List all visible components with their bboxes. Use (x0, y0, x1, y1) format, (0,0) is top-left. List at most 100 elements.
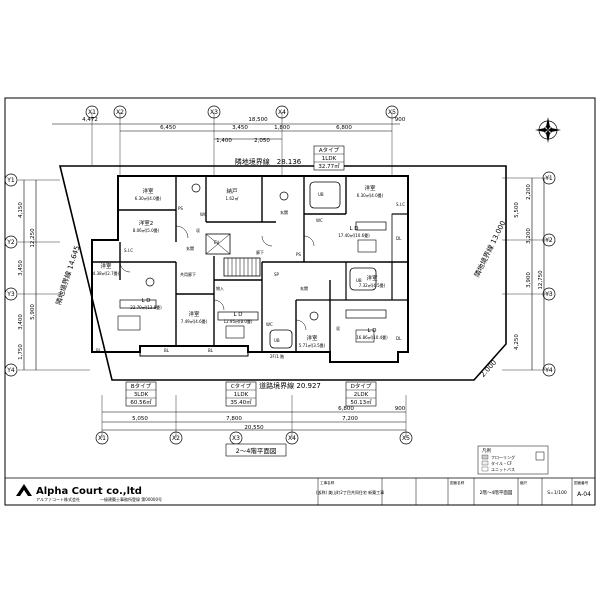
grid-marker-top: X4 (275, 105, 289, 119)
svg-text:1LDK: 1LDK (322, 156, 337, 162)
interior-walls (92, 176, 409, 357)
grid-marker-top: X3 (207, 105, 221, 119)
dim-right: 5,500 (514, 202, 520, 218)
svg-text:2～4階平面図: 2～4階平面図 (236, 446, 277, 455)
dim-top: 1,800 (274, 125, 290, 131)
svg-text:凡例: 凡例 (482, 447, 491, 454)
dim-top: 4,472 (82, 117, 98, 123)
unit-type-boxes: Aタイプ 1LDK 32.77㎡ Bタイプ 3LDK 60.56㎡ Cタイプ 1… (125, 145, 377, 407)
room-area: 5.71㎡(3.5畳) (299, 342, 326, 348)
svg-text:Dタイプ: Dタイプ (351, 382, 372, 390)
dim-left: 3,450 (18, 260, 24, 276)
fixture-label: PS (178, 206, 183, 211)
legend-box: 凡例 フローリング タイル・CF ユニットバス (477, 445, 549, 475)
room-area: 6.30㎡(4.0畳) (357, 192, 384, 198)
svg-text:Y3: Y3 (6, 291, 15, 298)
svg-text:Y1: Y1 (6, 177, 15, 184)
svg-text:Cタイプ: Cタイプ (231, 382, 252, 390)
svg-text:X1: X1 (88, 109, 96, 116)
fixture-label: DL (396, 236, 402, 241)
room-area: 16.86㎡(10.4畳) (356, 334, 388, 340)
dim-right: 2,200 (526, 184, 532, 200)
boundary-left-label: 隣地境界線 14.645 (54, 244, 82, 305)
fixture-label: WC (200, 212, 207, 217)
grid-marker-left: Y4 (4, 363, 18, 377)
grid-marker-left: Y3 (4, 287, 18, 301)
type-c-box: Cタイプ 1LDK 35.40㎡ (225, 381, 257, 407)
svg-text:60.56㎡: 60.56㎡ (130, 398, 152, 406)
room-area: 7.32㎡(4.5畳) (359, 282, 386, 288)
drawing-name: 2階～4階平面図 (480, 489, 513, 496)
grid-marker-bottom: X5 (399, 431, 413, 445)
room-label: 洋室 (142, 187, 154, 195)
fixture-label: UB (274, 338, 280, 343)
fixture-label: S.I.C (124, 248, 133, 253)
label-project: 工事名称 (320, 480, 335, 485)
room-area: 8.06㎡(5.0畳) (133, 227, 160, 233)
room-label: L D (367, 328, 376, 334)
dim-right: 4,250 (514, 334, 520, 350)
dim-left: 4,150 (18, 202, 24, 218)
fixture-label: UB (356, 278, 362, 283)
right-dimension-lines (502, 177, 550, 371)
label-scale: 縮尺 (520, 480, 528, 485)
company-subtitle: アルファコート株式会社 (36, 496, 80, 502)
dim-left: 5,900 (30, 304, 36, 320)
svg-text:X3: X3 (210, 109, 218, 116)
svg-text:X2: X2 (172, 435, 180, 442)
type-d-box: Dタイプ 2LDK 50.13㎡ (345, 381, 377, 407)
svg-text:X3: X3 (232, 435, 240, 442)
dim-top: 3,450 (232, 125, 248, 131)
dim-bottom: 7,800 (226, 416, 242, 422)
label-number: 図面番号 (574, 480, 589, 485)
dim-top: 6,450 (160, 125, 176, 131)
grid-marker-bottom: X1 (95, 431, 109, 445)
fixture-label: 収 (336, 325, 340, 331)
label-drawing: 図面名称 (450, 480, 465, 485)
room-area: 12.95㎡(8.0畳) (224, 318, 253, 324)
dim-top: 6,800 (336, 125, 352, 131)
fixture-label: 収 (196, 227, 200, 233)
dim-bottom: 5,050 (132, 416, 148, 422)
room-label: L D (349, 226, 358, 232)
dim-bottom: 20,550 (244, 425, 264, 431)
svg-text:X4: X4 (278, 109, 286, 116)
boundary-corner-label: 2.000 (479, 359, 498, 379)
left-dimension-lines (18, 179, 90, 371)
fixture-label: WC (316, 218, 323, 223)
fixture-label: PS (296, 252, 301, 257)
room-area: 4.38㎡(2.7畳) (93, 270, 120, 276)
svg-text:35.40㎡: 35.40㎡ (230, 398, 252, 406)
svg-text:Bタイプ: Bタイプ (131, 382, 152, 390)
site-boundary (58, 165, 507, 381)
bottom-dimension-lines (101, 395, 407, 438)
boundary-right-label: 隣地境界線 13.000 (472, 219, 507, 278)
dim-left: 12,250 (30, 228, 36, 248)
svg-text:Y1: Y1 (544, 175, 553, 182)
room-label: 洋室2 (139, 219, 154, 227)
svg-text:フローリング: フローリング (491, 454, 515, 460)
dim-right: 12,750 (538, 270, 544, 290)
dim-top: 1,400 (216, 138, 232, 144)
svg-text:3LDK: 3LDK (134, 392, 149, 398)
fixture-label: 廊下 (256, 249, 264, 255)
grid-marker-bottom: X2 (169, 431, 183, 445)
fixture-label: S.I.C (396, 202, 405, 207)
grid-marker-top: X5 (385, 105, 399, 119)
dim-top: 2,050 (254, 138, 270, 144)
svg-text:Aタイプ: Aタイプ (319, 146, 340, 154)
dim-bottom: 900 (395, 406, 406, 412)
room-area: 22.70㎡(13.8畳) (130, 304, 162, 310)
fixture-label: 物入 (216, 285, 224, 291)
svg-text:Y3: Y3 (544, 291, 553, 298)
dim-bottom: 7,200 (342, 416, 358, 422)
dim-bottom: 6,800 (338, 406, 354, 412)
boundary-bottom-label: 道路境界線 20.927 (259, 381, 321, 390)
boundary-top-label: 隣地境界線 28.136 (235, 157, 302, 166)
svg-text:ユニットバス: ユニットバス (491, 467, 515, 472)
fixture-labels: 玄関 玄関 玄関 WC WC WC UB UB UB S.I.C S.I.C 物… (96, 192, 405, 359)
north-compass-icon (535, 117, 561, 143)
grid-marker-right: Y3 (542, 287, 556, 301)
room-label: 洋室 (364, 184, 376, 192)
dim-top: 900 (395, 117, 406, 123)
